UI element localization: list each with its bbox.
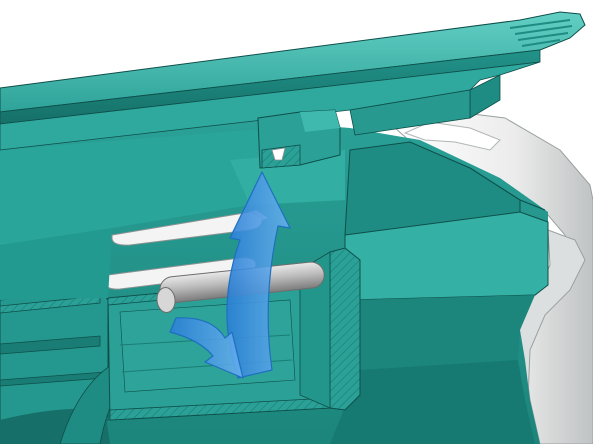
body-upper-wall xyxy=(0,128,345,245)
curved-arrow-up-icon xyxy=(226,171,291,379)
lid-hinge-tab xyxy=(257,109,341,169)
lid xyxy=(0,11,586,151)
body-left-wall xyxy=(0,228,112,300)
curved-arrow-down-icon xyxy=(169,317,244,379)
